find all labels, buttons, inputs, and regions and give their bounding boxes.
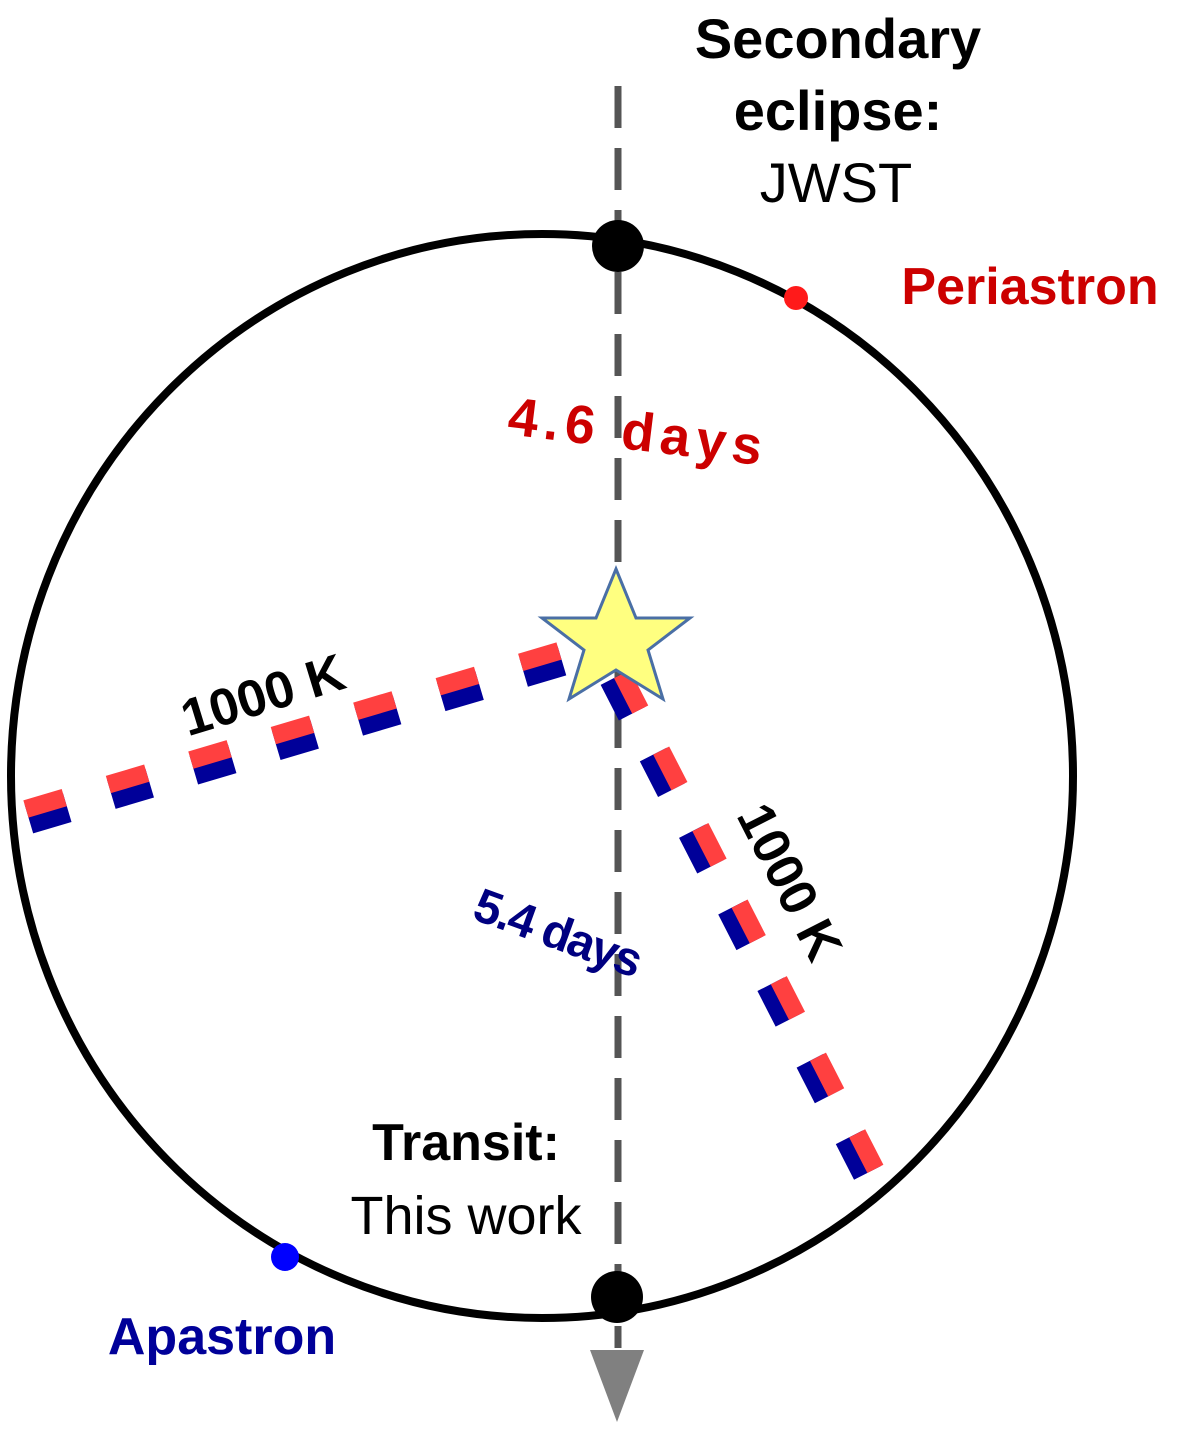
star-icon [537, 565, 695, 703]
apastron-label: Apastron [108, 1308, 336, 1366]
temperature-label-left: 1000 K [174, 643, 352, 748]
periastron-point [784, 286, 808, 310]
apastron-point [271, 1243, 299, 1271]
transit-point [591, 1271, 643, 1323]
secondary-eclipse-label-line2: eclipse: [734, 79, 943, 142]
periastron-label: Periastron [901, 258, 1158, 316]
transit-label-line2: This work [350, 1186, 582, 1246]
temperature-line-left [16, 642, 567, 836]
transit-label-line1: Transit: [372, 1114, 560, 1172]
arrow-down-icon [590, 1350, 644, 1422]
orbit-ellipse [7, 230, 1077, 1322]
secondary-eclipse-label-line3: JWST [760, 151, 912, 214]
secondary-eclipse-label-line1: Secondary [695, 7, 981, 70]
secondary-eclipse-point [592, 220, 644, 272]
temperature-line-right [600, 669, 887, 1185]
days-periastron-side-label: 4.6 days [505, 386, 772, 477]
